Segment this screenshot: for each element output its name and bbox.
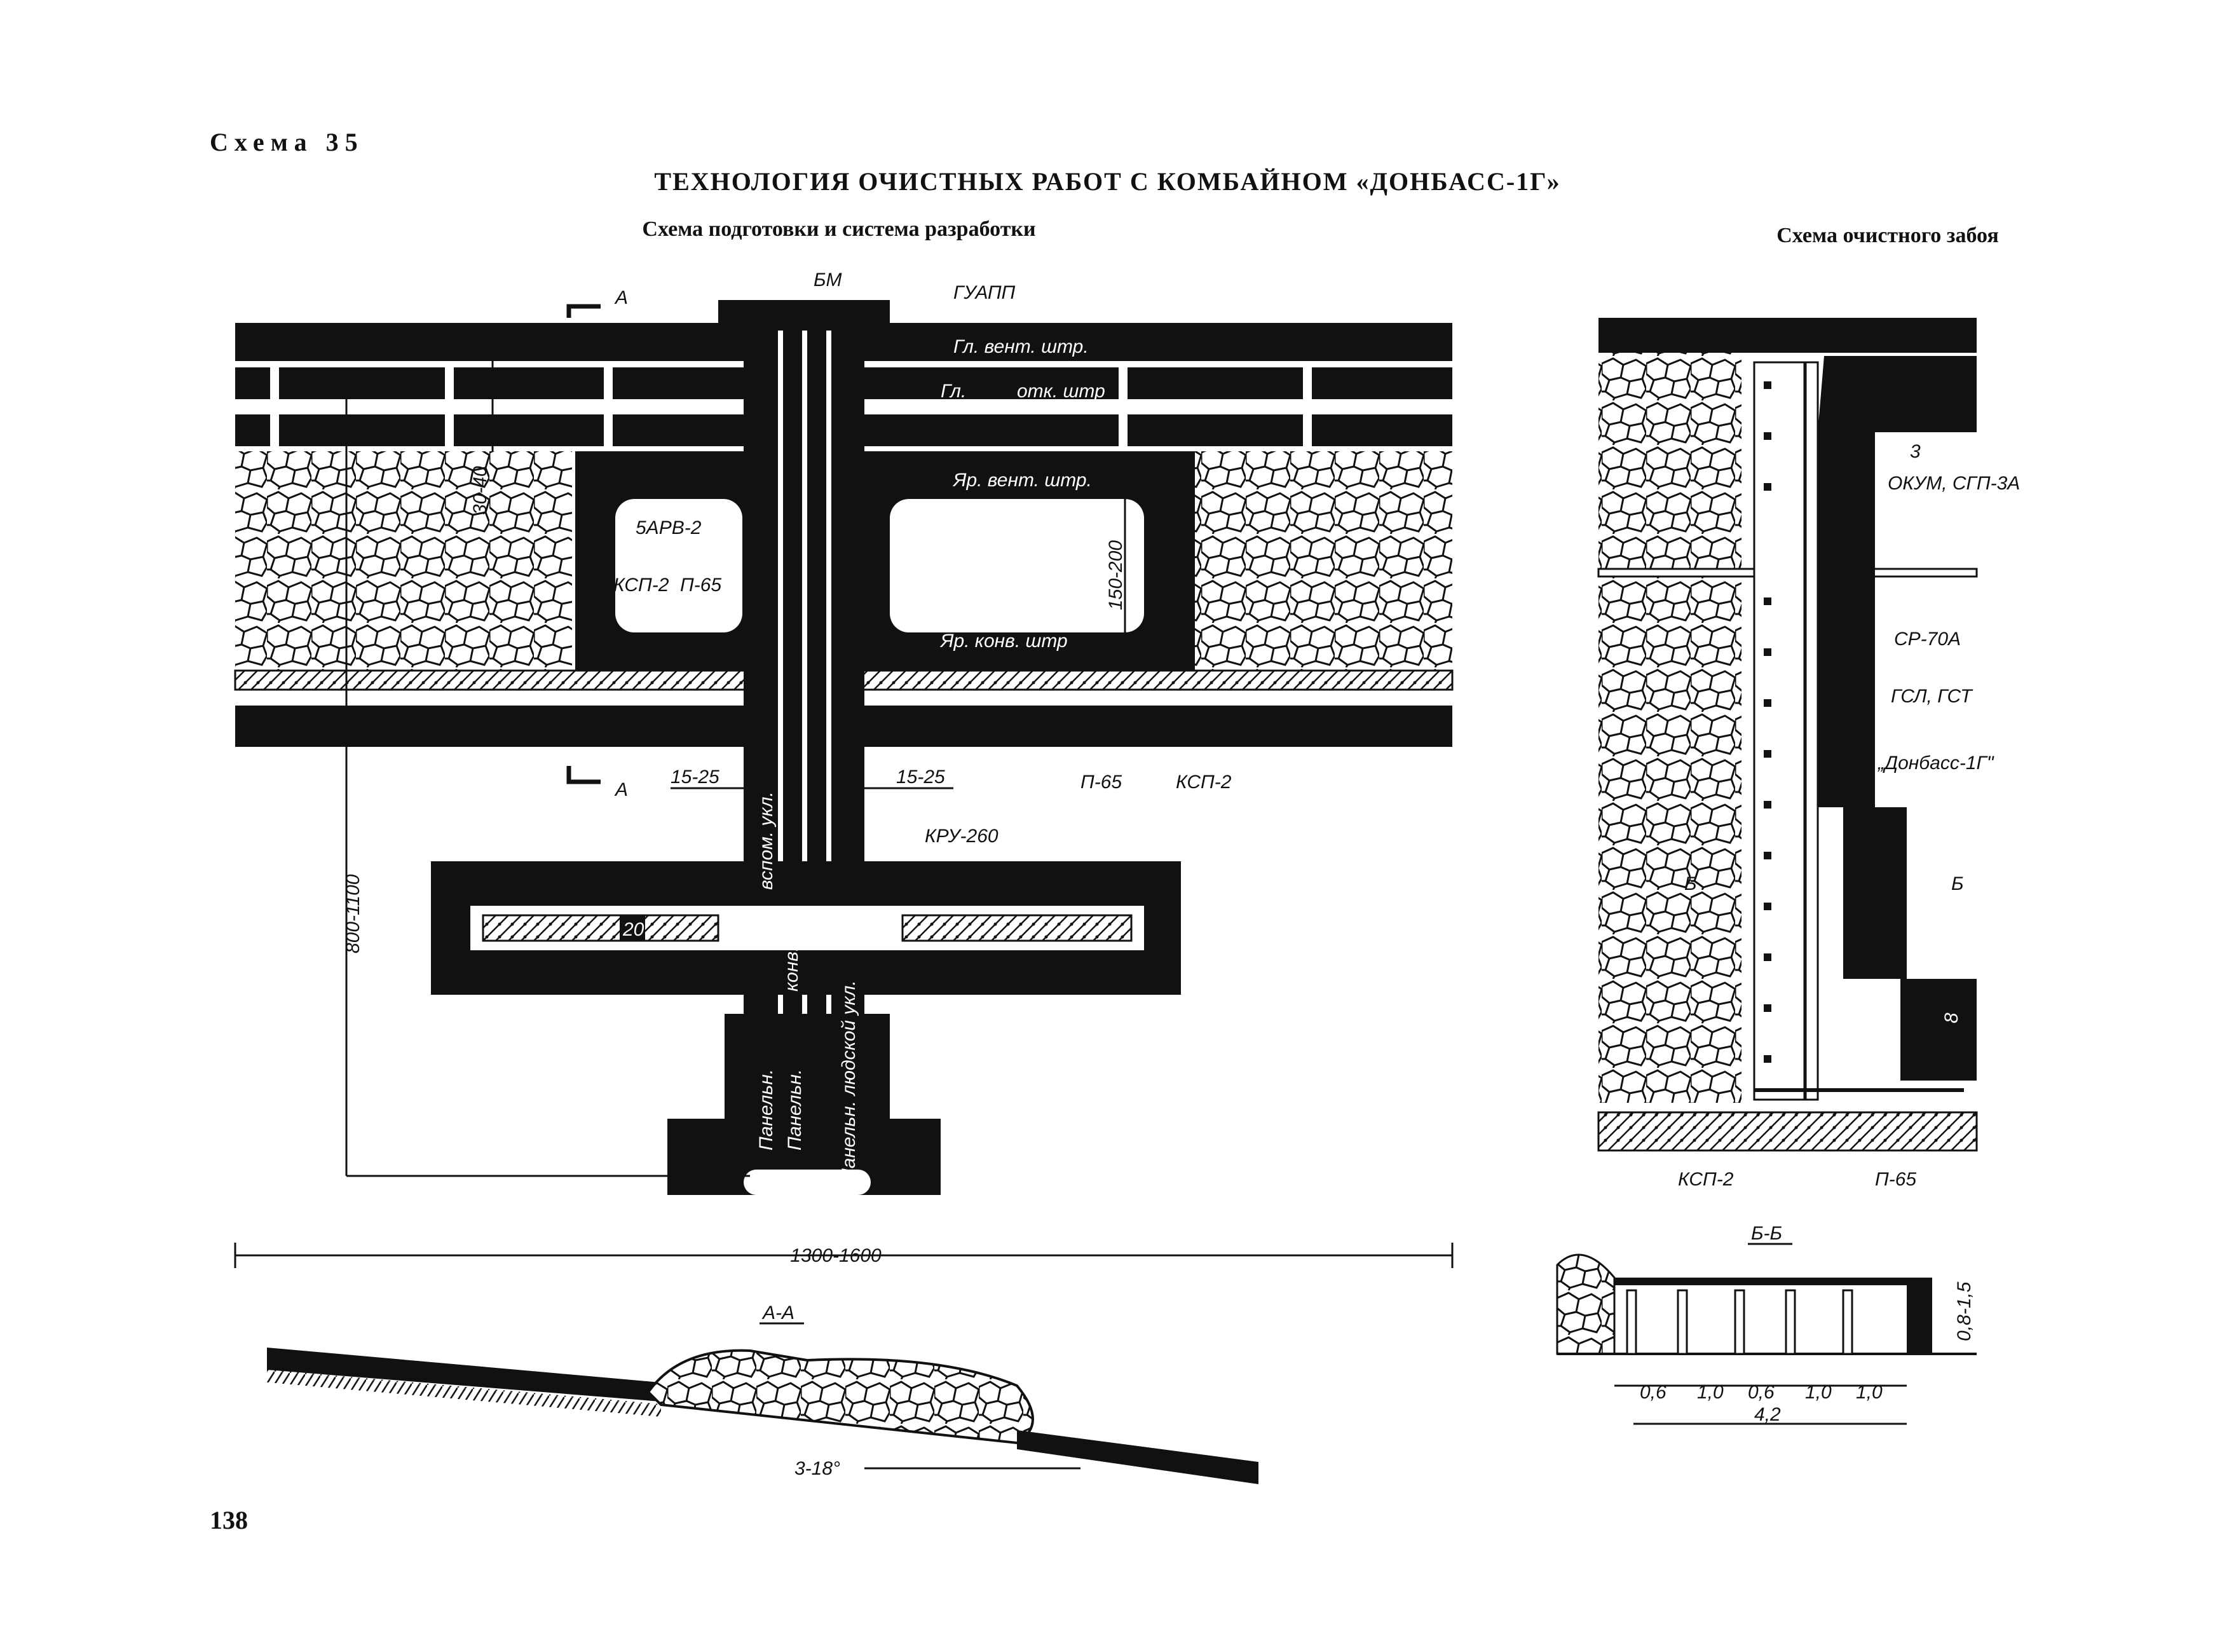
bm-chamber — [718, 300, 890, 332]
num-3-label: 3 — [1910, 441, 1921, 462]
section-bb-goaf — [1556, 1253, 1616, 1355]
dim-8-label: 8 — [1941, 1013, 1962, 1023]
face-top-drift — [1598, 318, 1977, 353]
section-bb-roof — [1614, 1278, 1932, 1285]
otk-drift-label: отк. штр — [1017, 381, 1105, 402]
goaf-right — [1195, 451, 1452, 671]
sr70-label: СР-70А — [1894, 629, 1961, 650]
okum-label: ОКУМ, СГП-3А — [1888, 473, 2020, 494]
face-bottom-coal — [1597, 1111, 1978, 1152]
section-bb-title: Б-Б — [1751, 1223, 1782, 1244]
dim-15-25-right: 15-25 — [896, 767, 945, 788]
plan-view: А А БМ ГУАПП Гл. вент. штр. Гл. отк. штр… — [234, 270, 1454, 1268]
spacing-4: 1,0 — [1805, 1382, 1832, 1403]
dim-150-200: 150-200 — [1105, 540, 1126, 610]
main-vent-drift-label: Гл. вент. штр. — [953, 336, 1089, 357]
section-bb-total: 4,2 — [1754, 1404, 1781, 1425]
spacing-3: 0,6 — [1748, 1382, 1775, 1403]
section-bb-height: 0,8-1,5 — [1954, 1281, 1975, 1341]
section-aa: А-А 3-18° — [267, 1302, 1258, 1484]
spacing-5: 1,0 — [1856, 1382, 1883, 1403]
face-coal-wall — [1818, 356, 1977, 1081]
page-title: ТЕХНОЛОГИЯ ОЧИСТНЫХ РАБОТ С КОМБАЙНОМ «Д… — [654, 167, 1561, 196]
panel-pillar-right — [890, 499, 1144, 632]
gsl-label: ГСЛ, ГСТ — [1891, 686, 1973, 707]
arv-label: 5АРВ-2 — [636, 517, 702, 538]
yar-vent-drift-label: Яр. вент. штр. — [952, 470, 1092, 491]
pillar-gaps — [270, 367, 1312, 446]
p65-label-lower: П-65 — [1080, 772, 1122, 793]
spacing-1: 0,6 — [1640, 1382, 1666, 1403]
p65-label-plan: П-65 — [680, 575, 721, 596]
scheme-number: Схема 35 — [210, 128, 364, 156]
b-marker-left: Б — [1684, 873, 1697, 894]
face-ksp2-label: КСП-2 — [1678, 1169, 1734, 1190]
kru-label: КРУ-260 — [925, 826, 998, 847]
section-mark-bottom: А — [614, 779, 628, 800]
konv-incline-label: конв. укл. — [781, 906, 802, 992]
yar-konv-drift-label: Яр. конв. штр — [939, 631, 1068, 652]
donbass-label: „Донбасс-1Г" — [1877, 753, 1994, 774]
b-marker-right: Б — [1951, 873, 1964, 894]
dim-30-40: 30-40 — [470, 466, 491, 515]
face-p65-label: П-65 — [1875, 1169, 1916, 1190]
section-aa-seam-left — [267, 1348, 661, 1402]
section-aa-goaf — [646, 1349, 1034, 1445]
lgkn-label: ЛГКН — [1912, 362, 1962, 383]
section-aa-ground-left — [267, 1369, 661, 1417]
vspom-incline-label: вспом. укл. — [756, 791, 777, 890]
section-aa-seam-right — [1017, 1430, 1258, 1484]
section-bb-coal — [1907, 1278, 1932, 1354]
panel-pillar-left — [615, 499, 742, 632]
dim-15-25-left: 15-25 — [671, 767, 719, 788]
goaf-left — [235, 451, 572, 671]
face-support-props — [1764, 381, 1771, 1063]
marker-20-box — [620, 915, 645, 941]
section-bb: Б-Б 0,8-1,5 0,6 1,0 0,6 1,0 1,0 4,2 — [1556, 1223, 1977, 1425]
dimension-lines — [234, 323, 1454, 1268]
subtitle-left: Схема подготовки и система разработки — [642, 217, 1036, 241]
bottom-loop — [744, 1170, 871, 1195]
guapp-label: ГУАПП — [953, 282, 1016, 303]
section-aa-angle: 3-18° — [794, 1458, 840, 1479]
page-number: 138 — [210, 1506, 248, 1534]
face-goaf — [1598, 353, 1741, 1103]
section-marker-a — [566, 304, 601, 784]
lower-coal-left — [482, 914, 719, 942]
panel-incline-1: Панельн. — [756, 1069, 777, 1150]
section-bb-props — [1626, 1289, 1853, 1355]
panel-incline-2: Панельн. — [784, 1069, 805, 1150]
gl-label: Гл. — [941, 381, 966, 402]
dim-800-1100: 800-1100 — [343, 874, 364, 953]
dim-1300-1600: 1300-1600 — [790, 1245, 882, 1266]
section-mark-top: А — [614, 287, 628, 308]
spacing-2: 1,0 — [1697, 1382, 1724, 1403]
ksp2-label-lower: КСП-2 — [1176, 772, 1232, 793]
panel-people-incline: Панельн. людской укл. — [838, 980, 859, 1182]
bm-label: БМ — [814, 270, 842, 290]
marker-20-label: 20 — [622, 919, 644, 940]
lower-coal-right — [901, 914, 1133, 942]
ksp2-label-plan: КСП-2 — [613, 575, 669, 596]
subtitle-right: Схема очистного забоя — [1776, 224, 1999, 247]
face-scheme: ЛГКН 3 ОКУМ, СГП-3А СР-70А ГСЛ, ГСТ „Дон… — [1597, 318, 2020, 1190]
section-aa-title: А-А — [761, 1302, 794, 1323]
face-support-zone — [1753, 361, 1819, 1101]
